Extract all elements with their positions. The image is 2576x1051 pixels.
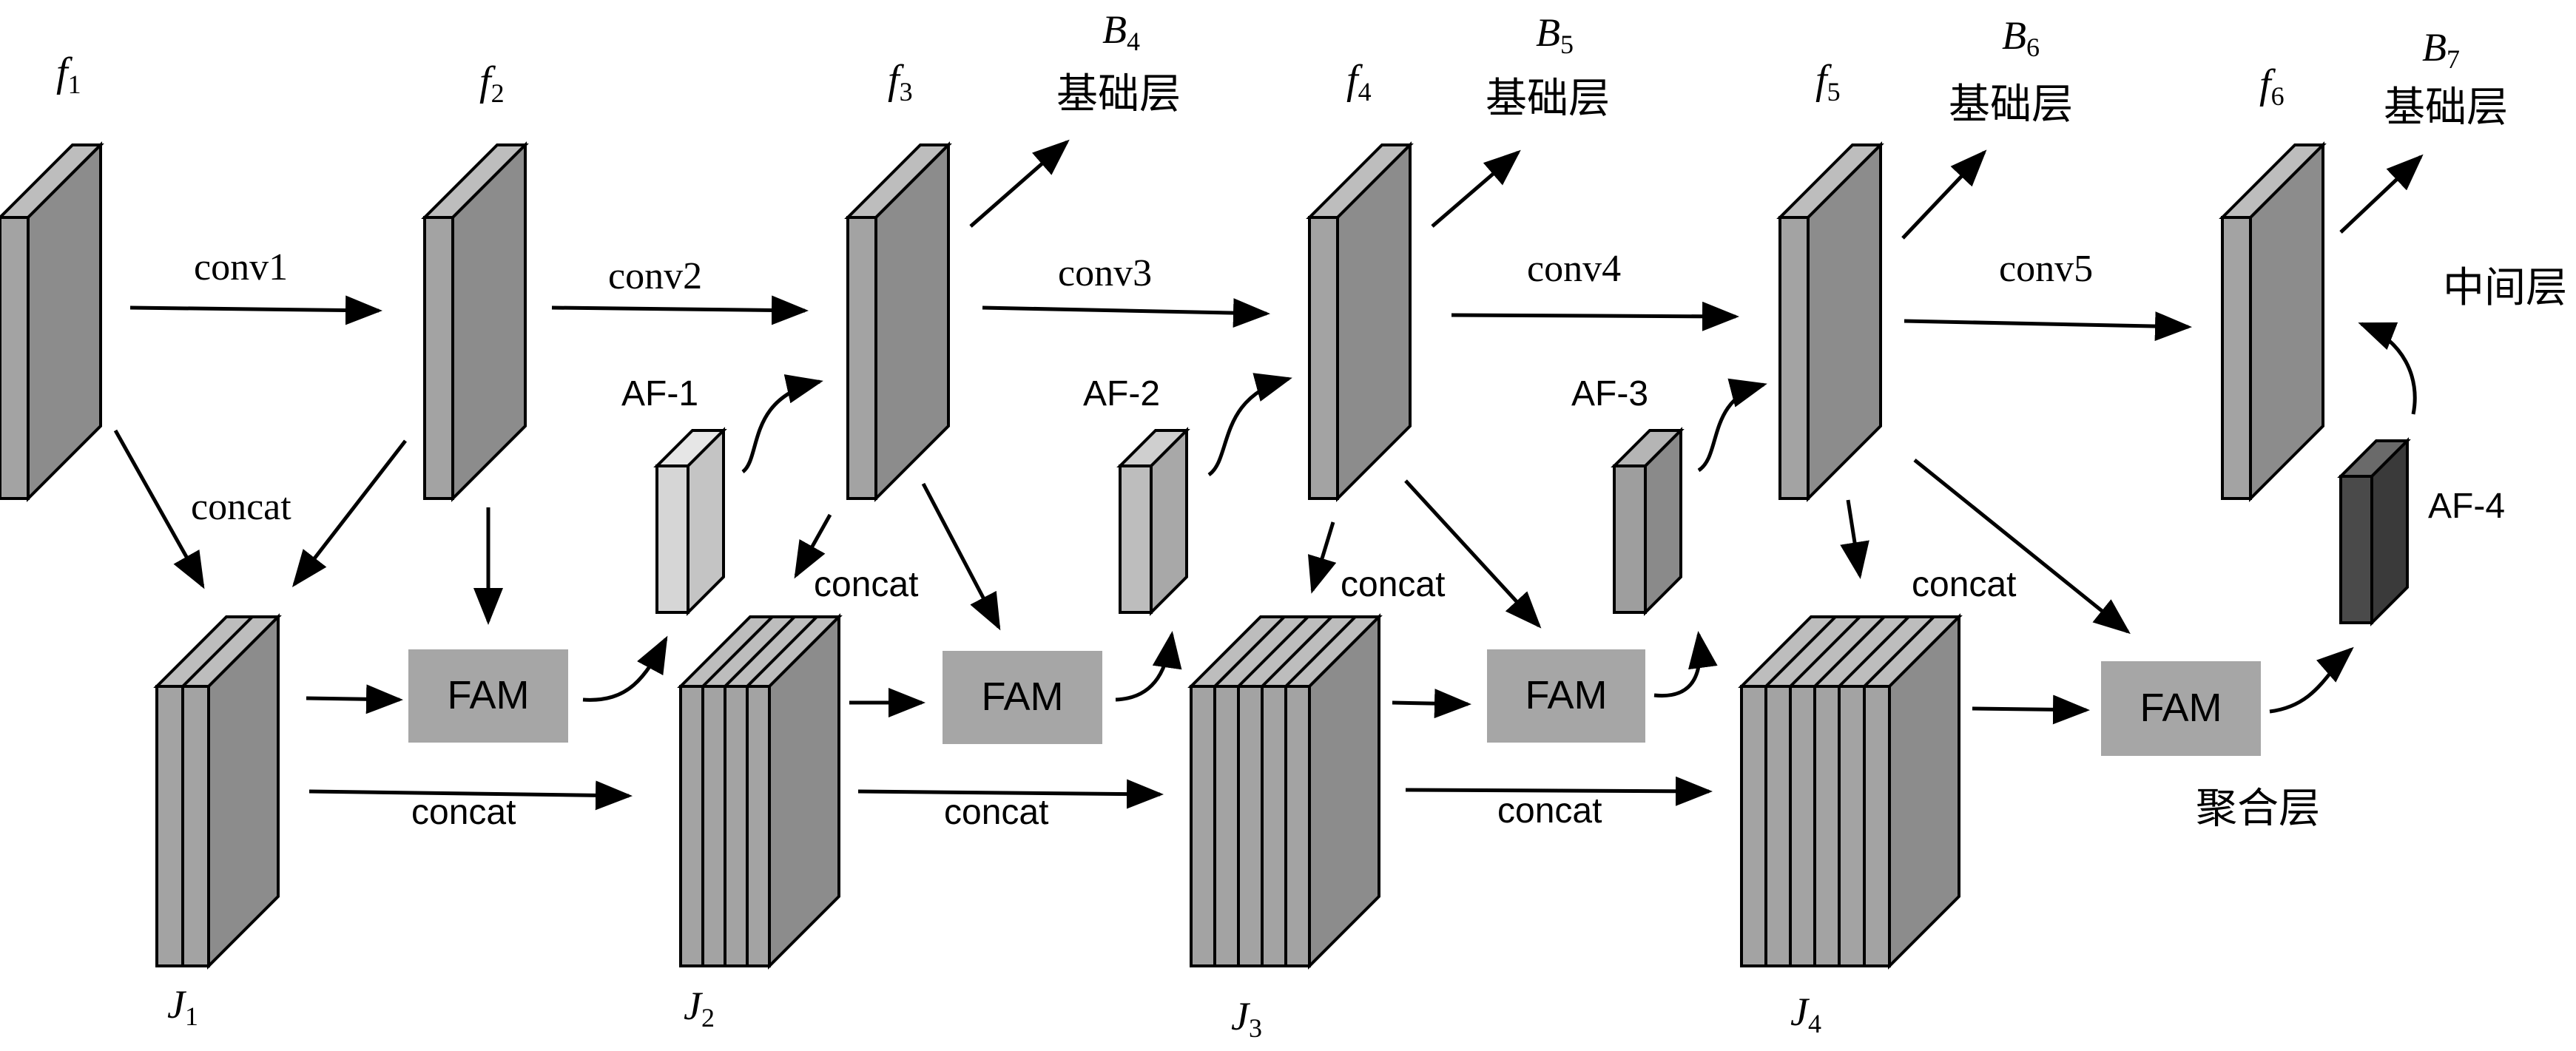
b7-arrow [2339,154,2424,234]
fam-label: FAM [447,673,529,717]
label-concat-j2: concat [814,565,918,604]
label-conv5: conv5 [1999,248,2093,290]
label-af4: AF-4 [2428,487,2505,526]
label-af3: AF-3 [1571,374,1648,413]
j1-to-fam1-arrow [306,684,403,714]
block-af2 [1116,427,1190,616]
label-b5: B5 [1536,10,1574,59]
label-base-layer-b6: 基础层 [1949,81,2073,129]
b5-arrow [1431,149,1521,228]
label-af1: AF-1 [621,374,698,413]
fam1-to-af1-arrow [582,635,668,702]
label-conv2: conv2 [608,255,702,297]
label-j1: J1 [167,982,198,1031]
block-f2 [421,141,529,502]
block-j1 [153,613,282,970]
label-concat-j2j3: concat [944,793,1048,832]
block-af4 [2337,437,2411,626]
af4-to-f6-arrow [2358,322,2417,415]
label-base-layer-b5: 基础层 [1486,75,1610,123]
edges [113,139,2424,811]
fam-box-3: FAM [1487,649,1645,743]
label-concat-j4: concat [1912,565,2016,604]
label-conv3: conv3 [1058,252,1152,294]
fam-label: FAM [981,675,1063,719]
fam-box-1: FAM [408,649,568,743]
conv4-arrow [1451,301,1739,331]
f1-to-j1-arrow [113,429,205,589]
label-concat-j3j4: concat [1497,791,1602,831]
label-f3: f3 [888,57,913,107]
label-aggregation-layer: 聚合层 [2196,785,2320,833]
block-f6 [2219,141,2327,502]
label-conv4: conv4 [1527,248,1621,290]
f3-to-fam2-arrow [921,482,1001,631]
j4-to-fam4-arrow [1972,695,2090,725]
f5-to-j4-arrow [1840,499,1869,579]
j3-to-fam3-arrow [1392,689,1471,719]
j2-to-j3-arrow [857,779,1164,809]
block-f5 [1776,141,1884,502]
conv5-arrow [1904,311,2192,342]
b6-arrow [1901,149,1987,240]
label-f5: f5 [1815,57,1841,107]
conv1-arrow [129,295,382,325]
label-b7: B7 [2422,25,2460,74]
label-af2: AF-2 [1083,374,1160,413]
label-j2: J2 [684,984,715,1033]
label-concat-j1j2: concat [411,793,516,832]
label-b4: B4 [1102,7,1140,56]
af1-to-f3-arrow [741,374,823,473]
conv3-arrow [982,298,1270,328]
f5-to-fam4-arrow [1913,459,2131,635]
fam-box-2: FAM [943,651,1102,744]
block-f1 [0,141,104,502]
label-base-layer-b4: 基础层 [1056,70,1181,118]
fam4-to-af4-arrow [2269,646,2354,714]
labels: f1 f2 f3 f4 f5 f6 B4 基础层 B5 基础层 B6 基础层 B… [56,7,2567,1043]
label-concat-j3: concat [1341,565,1445,604]
label-base-layer-b7: 基础层 [2384,84,2508,132]
f3-to-j2-arrow [794,513,832,579]
label-j4: J4 [1790,990,1821,1038]
block-af3 [1611,427,1685,616]
label-middle-layer: 中间层 [2443,264,2567,312]
label-concat-f1f2: concat [191,486,291,528]
af2-to-f4-arrow [1207,373,1292,477]
label-f1: f1 [56,50,81,99]
fam3-to-af3-arrow [1653,631,1718,698]
block-j4 [1738,613,1963,970]
conv2-arrow [551,295,809,325]
fam-label: FAM [1525,673,1607,717]
f4-to-j3-arrow [1307,521,1337,594]
f2-to-j1-arrow [291,439,407,587]
label-f4: f4 [1346,57,1372,107]
block-f3 [844,141,952,502]
label-b6: B6 [2002,13,2040,62]
block-j2 [677,613,843,970]
label-f2: f2 [479,58,505,108]
af3-to-f5-arrow [1697,378,1767,473]
fam-box-4: FAM [2101,661,2261,756]
j3-to-j4-arrow [1405,776,1713,806]
b4-arrow [969,139,1070,228]
block-j3 [1187,613,1383,970]
fam2-to-af2-arrow [1115,631,1182,702]
f4-to-fam3-arrow [1404,479,1542,629]
curved-edges [582,322,2417,714]
j1-to-j2-arrow [308,780,633,811]
label-f6: f6 [2259,61,2285,111]
block-af1 [653,427,727,616]
label-j3: J3 [1231,994,1262,1043]
label-conv1: conv1 [194,246,288,288]
block-f4 [1306,141,1414,502]
fam-label: FAM [2140,686,2222,730]
